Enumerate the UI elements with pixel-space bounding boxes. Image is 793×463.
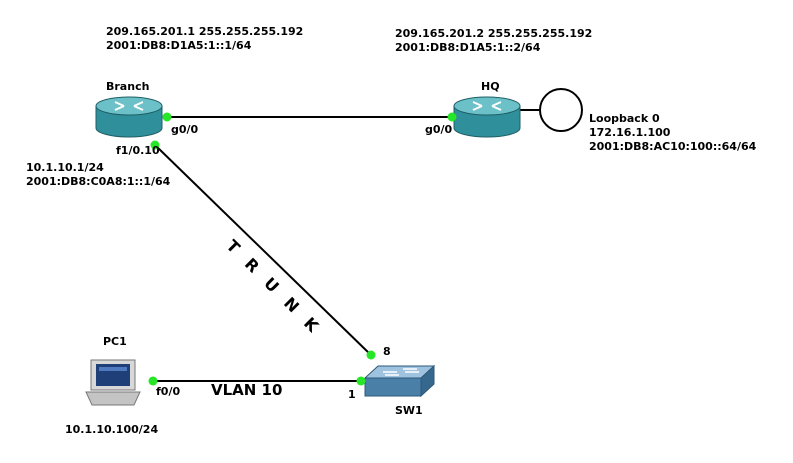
pc1-name: PC1: [103, 335, 127, 348]
branch-wan-ipv4: 209.165.201.1 255.255.255.192: [106, 25, 304, 38]
branch-lan-ipv4: 10.1.10.1/24: [26, 161, 104, 174]
vlan-label: VLAN 10: [211, 381, 283, 399]
hq-loopback-ipv6: 2001:DB8:AC10:100::64/64: [589, 140, 757, 153]
branch-wan-ipv6: 2001:DB8:D1A5:1::1/64: [106, 39, 252, 52]
hq-wan-ipv4: 209.165.201.2 255.255.255.192: [395, 27, 593, 40]
port-dot-branch-g00: [162, 112, 172, 122]
port-dot-pc1-f00: [148, 376, 158, 386]
hq-loopback-name: Loopback 0: [589, 112, 660, 125]
pc1-ip: 10.1.10.100/24: [65, 423, 159, 436]
branch-if-g00: g0/0: [171, 123, 199, 136]
port-dot-branch-f10: [150, 140, 160, 150]
link-trunk-branch-sw1: [154, 144, 372, 356]
hq-loopback-ipv4: 172.16.1.100: [589, 126, 671, 139]
sw1-port-1: 1: [348, 388, 356, 401]
branch-if-f10: f1/0.10: [116, 144, 160, 157]
pc1-if-f00: f0/0: [156, 385, 181, 398]
sw1-name: SW1: [395, 404, 423, 417]
loopback-icon: [539, 88, 583, 132]
port-dot-hq-g00: [447, 112, 457, 122]
router-branch-icon: [95, 96, 163, 138]
sw1-port-8: 8: [383, 345, 391, 358]
branch-lan-ipv6: 2001:DB8:C0A8:1::1/64: [26, 175, 171, 188]
hq-name: HQ: [481, 80, 500, 93]
hq-wan-ipv6: 2001:DB8:D1A5:1::2/64: [395, 41, 541, 54]
port-dot-sw1-8: [366, 350, 376, 360]
router-hq-icon: [453, 96, 521, 138]
port-dot-sw1-1: [356, 376, 366, 386]
pc-pc1-icon: [85, 359, 141, 406]
switch-sw1-icon: [363, 364, 436, 398]
branch-name: Branch: [106, 80, 150, 93]
hq-if-g00: g0/0: [425, 123, 453, 136]
